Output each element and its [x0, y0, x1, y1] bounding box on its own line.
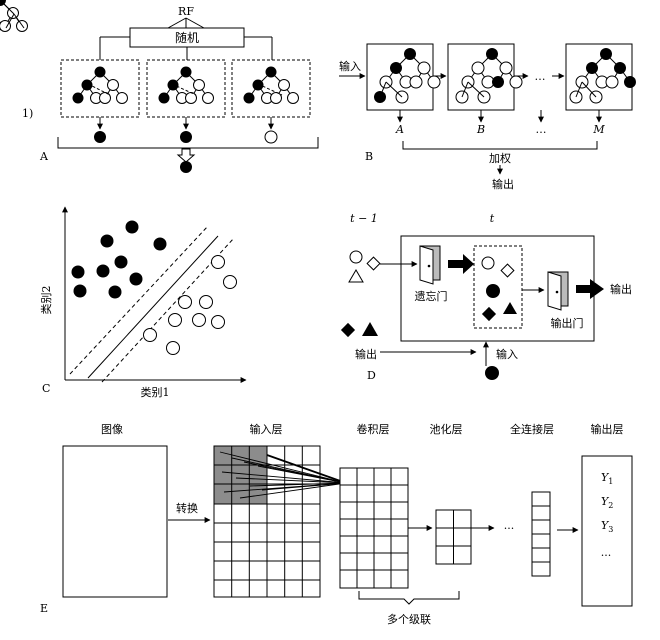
boost-input: 输入 [339, 59, 361, 73]
e-fc-dots: ··· [504, 522, 515, 535]
d-output-right: 输出 [610, 282, 632, 296]
e-y2: Y2 [601, 495, 613, 510]
panel-e: 图像 输入层 卷积层 池化层 全连接层 输出层 转换 [40, 422, 633, 626]
hyperplane [87, 235, 219, 379]
e-conv-layer: 卷积层 [357, 422, 390, 436]
e-cascade: 多个级联 [387, 612, 431, 626]
conv-layer-grid [339, 467, 409, 589]
label-a: A [39, 150, 49, 163]
margin-upper [69, 225, 209, 375]
e-y3: Y3 [601, 519, 613, 534]
e-y1: Y1 [601, 471, 613, 486]
boosting-tree [0, 0, 25, 29]
label-e: E [40, 602, 48, 615]
panel-d: t − 1 t 遗忘门 输出门 输出 输出 [340, 212, 632, 382]
output-layer-box [581, 455, 633, 607]
panel-b: 输入 … A B … M 加权 输出 B [0, 0, 636, 191]
c-xlabel: 类别1 [141, 385, 170, 399]
forget-gate-label: 遗忘门 [415, 289, 448, 303]
pool-layer-grid [435, 509, 472, 565]
label-1: 1) [22, 107, 33, 120]
d-t-prev: t − 1 [350, 212, 378, 225]
hollow-down-arrow [176, 148, 196, 163]
e-convert: 转换 [176, 501, 198, 515]
panel-c: 类别2 类别1 C [39, 206, 247, 399]
tree-box-1 [60, 59, 140, 118]
boost-out-a: A [395, 123, 404, 136]
output-gate-label: 输出门 [551, 316, 584, 330]
input-layer-grid [213, 445, 347, 598]
output-gate-icon [547, 271, 569, 311]
e-fc-layer: 全连接层 [510, 422, 554, 436]
e-image: 图像 [101, 423, 123, 436]
fc-layer-column [531, 491, 551, 577]
label-d: D [367, 369, 376, 382]
e-output-layer: 输出层 [591, 422, 624, 436]
rf-label: RF [178, 5, 194, 18]
cascade-brace [358, 591, 460, 605]
forget-gate-icon [419, 245, 441, 285]
boost-output: 输出 [492, 177, 514, 191]
boost-out-b: B [476, 123, 485, 136]
boost-out-dots: … [536, 123, 547, 136]
boost-weighted: 加权 [489, 152, 511, 165]
vote-3 [264, 130, 278, 144]
e-input-layer: 输入层 [250, 422, 283, 436]
tree-box-3 [231, 59, 311, 118]
d-output-bottom: 输出 [355, 347, 377, 361]
c-ylabel: 类别2 [39, 286, 53, 315]
e-y-dots: ... [601, 546, 612, 559]
label-b: B [365, 150, 373, 163]
class-2-points [71, 220, 167, 299]
e-pool-layer: 池化层 [430, 422, 463, 436]
label-c: C [42, 382, 50, 395]
final-vote [180, 161, 192, 173]
bold-arrow-2 [576, 279, 604, 299]
vote-2 [180, 131, 192, 143]
random-label: 随机 [175, 30, 199, 45]
panel-a: RF 随机 [0, 0, 319, 173]
aggregate-bracket [57, 137, 319, 149]
bold-arrow-1 [448, 254, 474, 274]
boost-ellipsis: … [535, 70, 546, 83]
image-box [62, 445, 168, 598]
boost-out-m: M [592, 123, 605, 136]
tree-box-2 [146, 59, 226, 118]
d-input: 输入 [496, 347, 518, 361]
boost-bracket [402, 141, 598, 150]
class-1-points [143, 255, 237, 355]
vote-1 [94, 131, 106, 143]
d-t: t [490, 212, 495, 225]
